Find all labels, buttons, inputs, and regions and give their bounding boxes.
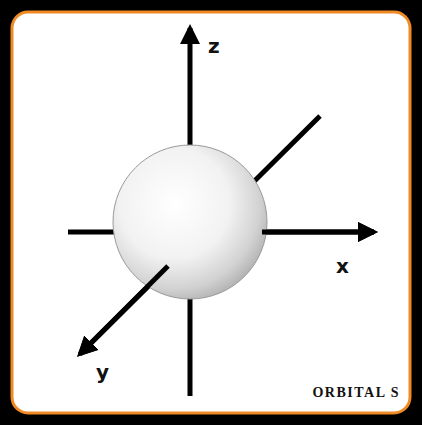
orbital-title: ORBITAL S bbox=[312, 386, 400, 400]
s-orbital-sphere bbox=[113, 145, 267, 299]
x-axis-front bbox=[262, 230, 374, 235]
y-axis bbox=[80, 116, 320, 354]
axis-label: y bbox=[96, 362, 109, 382]
panel-frame bbox=[12, 12, 410, 413]
axis-label: x bbox=[336, 256, 349, 276]
y-axis-front bbox=[80, 266, 168, 354]
axis-label: z bbox=[208, 36, 220, 56]
